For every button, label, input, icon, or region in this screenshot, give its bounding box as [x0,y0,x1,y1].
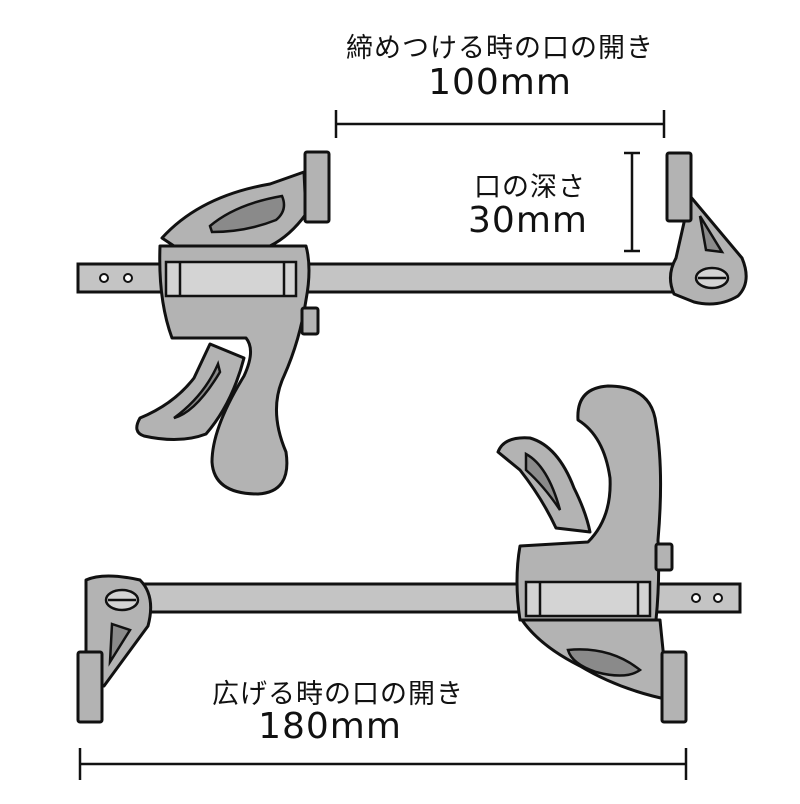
bottom-fixed-jaw-slot [108,622,132,667]
top-release-button [300,306,320,336]
spread-opening-dimension [78,748,688,780]
bottom-handle-sleeve [524,580,652,618]
throat-depth-dimension [624,151,640,253]
bottom-clamp [76,384,742,724]
top-trigger-grip [173,360,222,420]
clamp-opening-value: 100mm [428,62,572,103]
throat-depth-title: 口の深さ [474,172,586,203]
clamp-opening-title: 締めつける時の口の開き [346,33,654,64]
clamp-opening-dimension [334,110,666,138]
top-bar-hole [99,273,109,283]
bottom-release-button [654,542,674,572]
top-handle-sleeve [164,260,298,298]
top-bar-hole [123,273,133,283]
top-jaw-arm-slot [208,194,286,234]
bottom-fixed-jaw-pad [76,650,104,724]
bottom-trigger-grip [524,451,562,511]
bottom-bar-hole [713,593,723,603]
top-fixed-jaw-slot [698,215,725,254]
dimension-lines [78,110,688,780]
bottom-jaw-arm-slot [566,648,643,677]
top-moving-jaw-pad [303,150,331,224]
throat-depth-value: 30mm [468,200,588,241]
top-fixed-jaw-pad [665,151,693,223]
top-clamp [76,150,748,496]
bottom-handle [515,384,663,622]
spread-opening-title: 広げる時の口の開き [212,679,464,710]
bottom-moving-jaw-pad [660,650,688,724]
bottom-bar-hole [691,593,701,603]
spread-opening-value: 180mm [258,706,402,747]
